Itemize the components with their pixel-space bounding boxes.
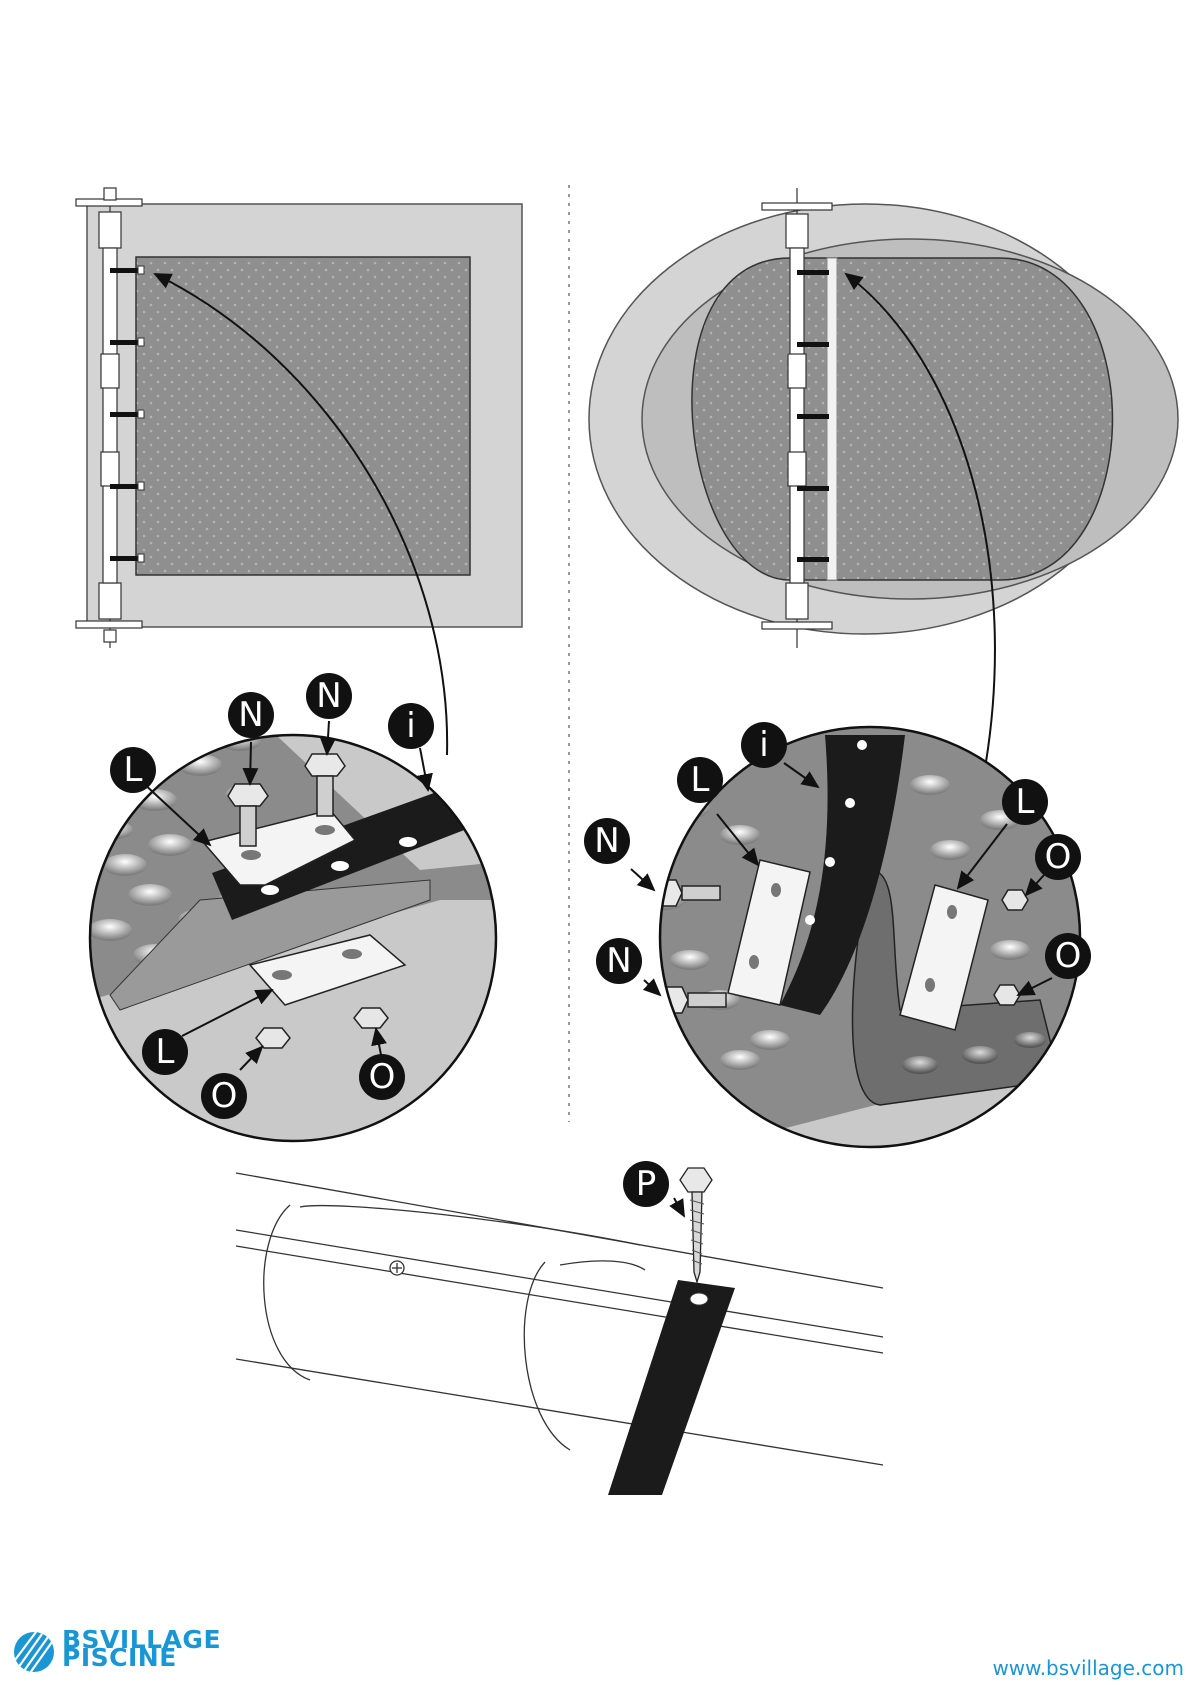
svg-text:O: O bbox=[1055, 936, 1082, 976]
svg-text:L: L bbox=[124, 750, 143, 790]
svg-text:L: L bbox=[156, 1032, 175, 1072]
svg-text:O: O bbox=[1045, 837, 1072, 877]
callout-badge-O: O bbox=[1035, 834, 1081, 880]
callout-badge-N: N bbox=[596, 938, 642, 984]
callout-badge-O: O bbox=[359, 1054, 405, 1100]
svg-text:L: L bbox=[691, 760, 710, 800]
svg-text:N: N bbox=[316, 676, 341, 716]
svg-text:N: N bbox=[238, 695, 263, 735]
callout-badge-L: L bbox=[142, 1029, 188, 1075]
website-url: www.bsvillage.com bbox=[992, 1656, 1184, 1680]
callout-badge-L: L bbox=[1002, 779, 1048, 825]
screw bbox=[680, 1168, 712, 1282]
callout-badge-P: P bbox=[623, 1161, 669, 1207]
callout-badge-N: N bbox=[306, 673, 352, 719]
callout-badge-N: N bbox=[228, 692, 274, 738]
strap bbox=[608, 1280, 735, 1495]
svg-text:O: O bbox=[211, 1076, 238, 1116]
rectangular-pool-diagram bbox=[76, 188, 522, 755]
svg-text:L: L bbox=[1016, 782, 1035, 822]
svg-text:P: P bbox=[636, 1164, 657, 1204]
svg-text:N: N bbox=[606, 941, 631, 981]
brand-line2: PISCINE bbox=[62, 1643, 177, 1672]
callout-badge-i: i bbox=[741, 722, 787, 768]
svg-text:O: O bbox=[369, 1057, 396, 1097]
callout-badge-i: i bbox=[388, 703, 434, 749]
callout-badge-O: O bbox=[1045, 933, 1091, 979]
callout-badge-L: L bbox=[110, 747, 156, 793]
oval-pool-diagram bbox=[589, 188, 1178, 768]
logo-mark-icon bbox=[14, 1632, 54, 1673]
tube-strap-diagram bbox=[236, 1173, 883, 1465]
svg-text:i: i bbox=[759, 725, 768, 765]
callout-badge-O: O bbox=[201, 1073, 247, 1119]
svg-text:i: i bbox=[406, 706, 415, 746]
callout-badge-L: L bbox=[677, 757, 723, 803]
callout-badge-N: N bbox=[584, 818, 630, 864]
svg-text:N: N bbox=[594, 821, 619, 861]
brand-logo: BSVILLAGE PISCINE bbox=[14, 1625, 221, 1673]
